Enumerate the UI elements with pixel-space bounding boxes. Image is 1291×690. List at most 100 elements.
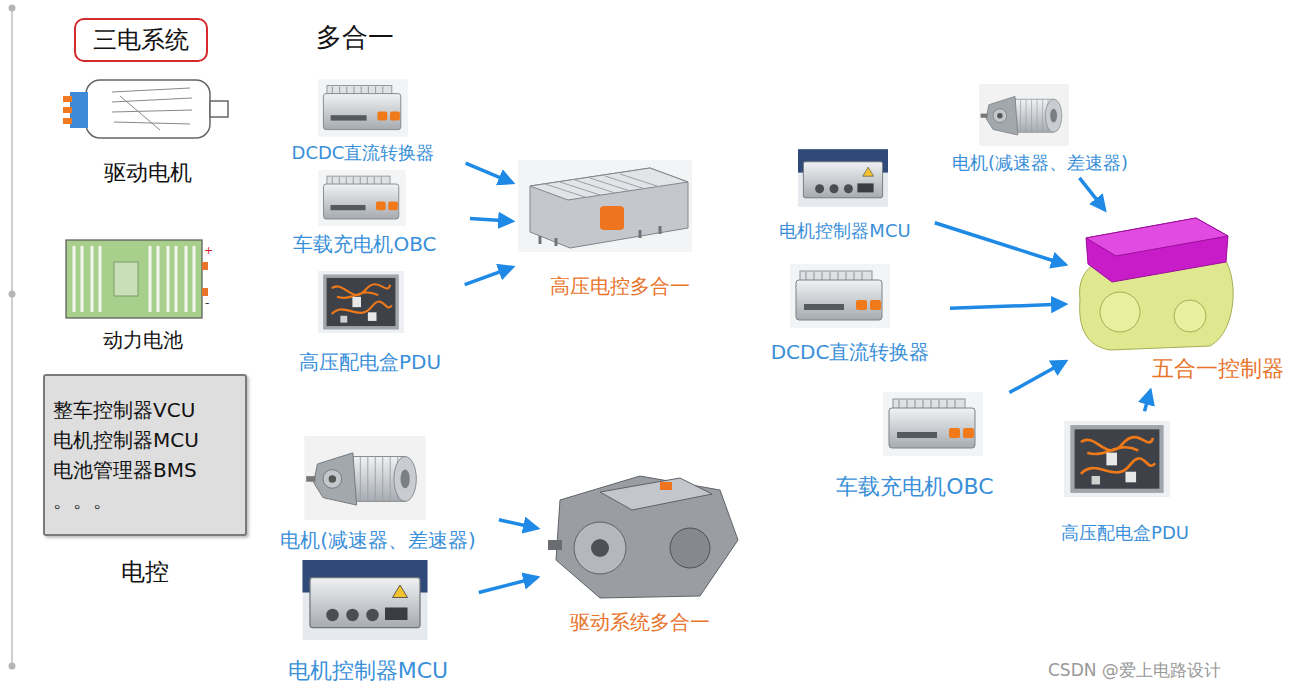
flow-arrow — [950, 304, 1065, 308]
node-label: DCDC直流转换器 — [771, 340, 930, 364]
drive-gear — [670, 528, 710, 568]
flow-arrow — [935, 223, 1065, 265]
rail-line — [11, 8, 13, 668]
component-node: 电机(减速器、差速器) — [935, 82, 1145, 174]
integrated-node: 五合一控制器 — [1068, 212, 1284, 388]
component-node: DCDC直流转换器 — [265, 76, 461, 164]
flow-arrow — [1079, 178, 1104, 210]
component-node: DCDC直流转换器 — [755, 260, 945, 364]
node-label: 电机控制器MCU — [779, 220, 910, 242]
five-in-one-lid — [1086, 218, 1228, 256]
drive-multi-unit-picture — [548, 476, 738, 598]
dcdc-picture — [318, 79, 408, 137]
rail-dot — [9, 5, 16, 12]
battery-icon — [66, 240, 208, 318]
integrated-node: 驱动系统多合一 — [540, 468, 740, 634]
motor-reducer-picture — [304, 436, 425, 520]
motor-terminal-block — [70, 92, 88, 128]
node-label: DCDC直流转换器 — [292, 142, 435, 164]
component-node: 车载充电机OBC — [265, 168, 465, 256]
timeline-rail — [9, 5, 16, 670]
node-label: 高压配电盒PDU — [299, 350, 441, 374]
node-label: 电控 — [43, 558, 247, 587]
hv-multi-unit-picture — [518, 160, 692, 252]
component-node: 车载充电机OBC — [825, 390, 1005, 500]
node-label: 电机控制器MCU — [288, 658, 448, 684]
motor-terminal — [63, 118, 72, 124]
five-in-one-controller — [1086, 218, 1228, 282]
section-title-box: 三电系统 — [74, 18, 208, 62]
control-panel: 整车控制器VCU电机控制器MCU电池管理器BMS。。。 — [43, 374, 247, 536]
pdu-picture — [1064, 421, 1170, 497]
battery-module — [114, 262, 138, 296]
flow-arrow — [499, 520, 537, 528]
flow-arrow — [465, 267, 512, 284]
drive-hub — [591, 539, 609, 557]
component-node: 高压配电盒PDU — [1045, 416, 1205, 544]
motor-lines — [112, 88, 192, 130]
node-label: 电机(减速器、差速器) — [280, 528, 476, 552]
unit-body — [530, 168, 688, 248]
node-label: 高压配电盒PDU — [1061, 522, 1189, 544]
node-label: 车载充电机OBC — [836, 474, 993, 500]
pdu-picture — [318, 271, 404, 333]
drive-housing — [556, 476, 738, 598]
motor-reducer-picture — [979, 84, 1069, 146]
motor-body — [86, 80, 210, 138]
node-label: 驱动系统多合一 — [570, 610, 710, 634]
obc-picture — [883, 392, 983, 456]
panel-line: 。。。 — [53, 488, 237, 512]
panel-line: 电池管理器BMS — [53, 458, 237, 482]
obc-picture — [318, 170, 406, 226]
battery-node: 动力电池 — [55, 236, 230, 352]
rail-dot — [9, 663, 16, 670]
node-label: 五合一控制器 — [1152, 356, 1284, 382]
unit-top — [530, 168, 688, 200]
mcu-picture — [798, 149, 888, 207]
node-label: 三电系统 — [93, 26, 189, 55]
node-label: 动力电池 — [103, 328, 183, 352]
mcu-picture — [303, 560, 428, 640]
motor-terminal — [63, 96, 72, 102]
unit-feet — [540, 226, 660, 246]
five-in-one-gear — [1100, 292, 1140, 332]
motor-terminal — [63, 107, 72, 113]
terminal-sign: - — [205, 296, 209, 310]
node-label: 高压电控多合一 — [550, 274, 690, 298]
unit-fins — [545, 174, 660, 197]
battery-terminal — [202, 262, 208, 270]
section-heading: 多合一 — [316, 22, 394, 53]
control-node: 整车控制器VCU电机控制器MCU电池管理器BMS。。。电控 — [43, 374, 247, 626]
node-label: 驱动电机 — [104, 160, 192, 186]
drive-connector — [660, 482, 672, 490]
battery-body — [66, 240, 202, 318]
component-node: 电机控制器MCU — [262, 558, 474, 684]
flow-arrow — [479, 577, 537, 592]
integrated-node: 高压电控多合一 — [515, 158, 725, 298]
component-node: 电机控制器MCU — [760, 146, 930, 242]
drive-top — [600, 478, 712, 510]
flow-arrow — [1144, 391, 1150, 411]
battery-cells — [74, 246, 194, 312]
panel-line: 整车控制器VCU — [53, 398, 237, 422]
node-label: 车载充电机OBC — [293, 232, 436, 256]
motor-shaft — [210, 101, 228, 117]
component-node: 电机(减速器、差速器) — [262, 434, 494, 552]
battery-terminal — [202, 288, 208, 296]
drive-gear — [574, 522, 626, 574]
node-label: 电机(减速器、差速器) — [952, 152, 1128, 174]
photo-ground — [518, 160, 692, 252]
motor-icon — [63, 80, 228, 138]
terminal-sign: + — [204, 244, 213, 257]
dcdc-picture — [790, 264, 890, 328]
drive-shaft — [548, 540, 562, 550]
five-in-one-picture — [1080, 218, 1234, 350]
flow-arrow — [1009, 361, 1065, 392]
five-in-one-gear — [1174, 300, 1206, 332]
flow-arrow — [470, 219, 512, 222]
watermark: CSDN @爱上电路设计 — [1048, 660, 1221, 680]
unit-connector — [600, 206, 624, 230]
